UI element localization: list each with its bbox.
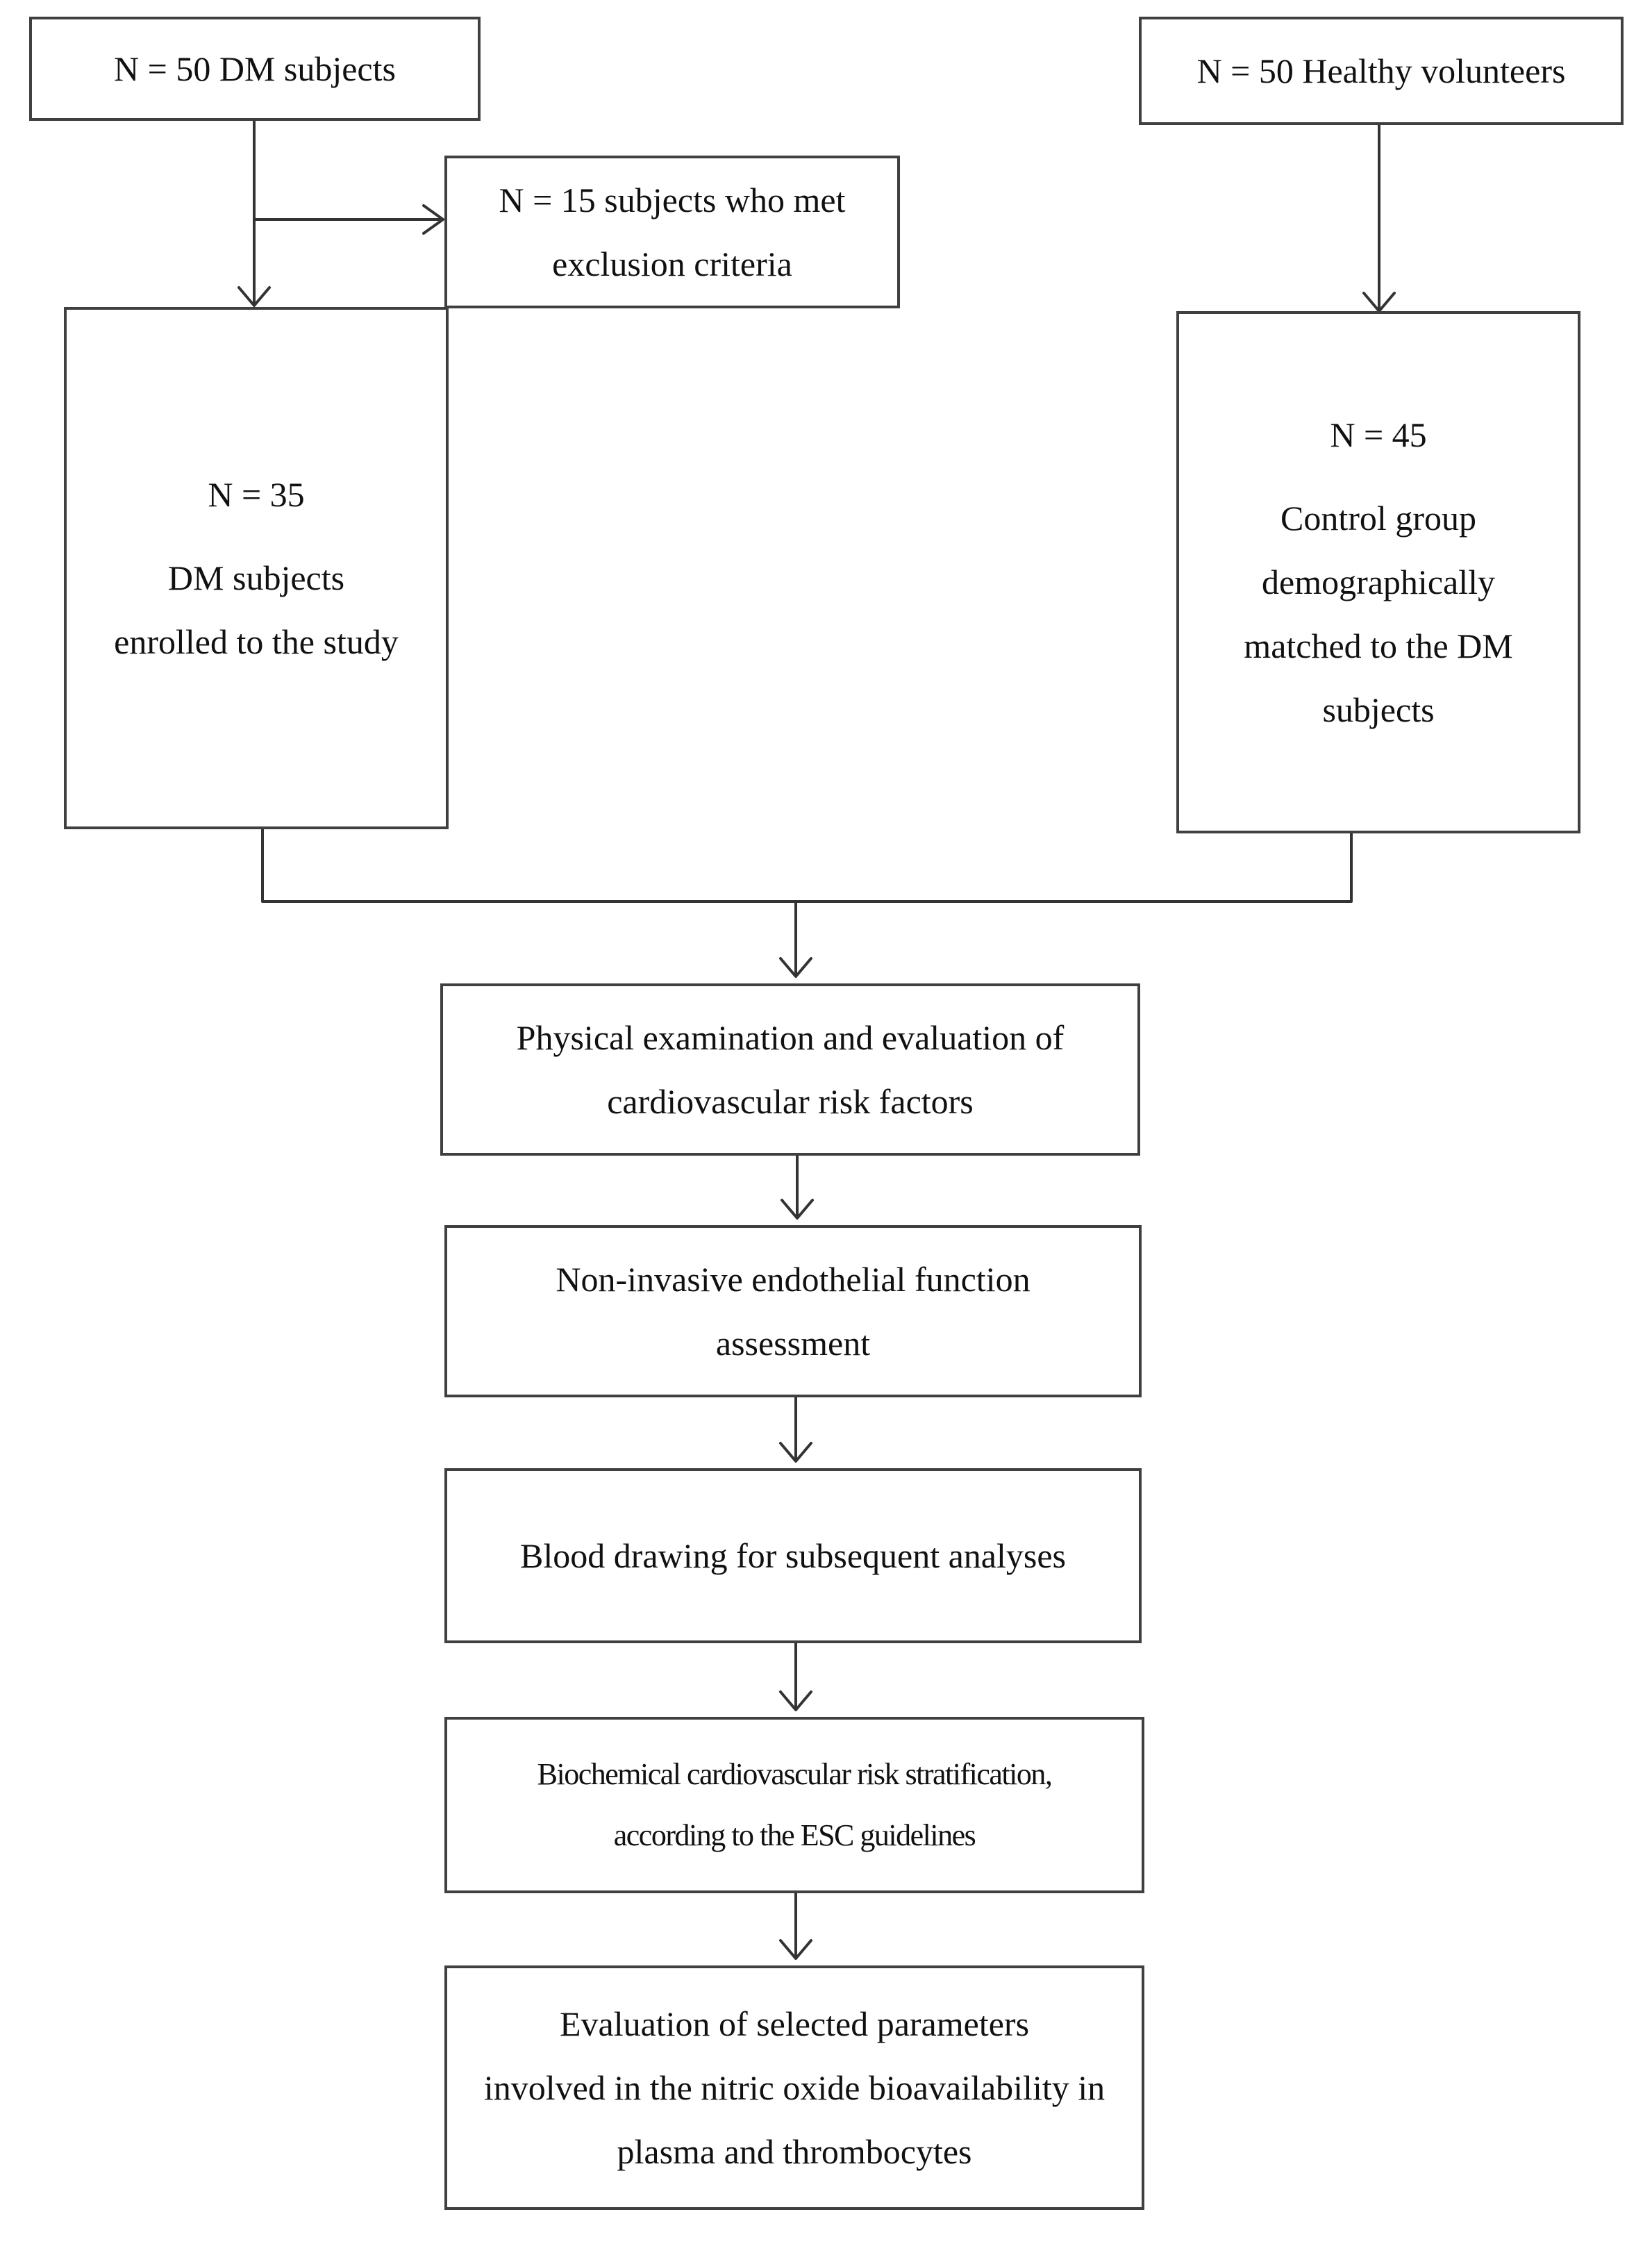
physical-exam-line-1: Physical examination and evaluation of xyxy=(516,1018,1065,1057)
control-line-2: demographically xyxy=(1262,563,1495,601)
endothelial-box: Non-invasive endothelial function assess… xyxy=(444,1225,1142,1397)
evaluation-line-1: Evaluation of selected parameters xyxy=(559,2004,1030,2043)
control-line-1: Control group xyxy=(1280,499,1476,538)
dm-total-box: N = 50 DM subjects xyxy=(29,17,481,121)
arrow-dm-to-excluded xyxy=(253,204,444,235)
control-line-3: matched to the DM xyxy=(1244,626,1513,665)
dm-enrolled-count: N = 35 xyxy=(208,475,305,514)
arrow-blood-to-biochemical xyxy=(779,1638,812,1711)
merge-line xyxy=(261,826,1353,978)
excluded-line-1: N = 15 subjects who met xyxy=(499,181,846,219)
dm-enrolled-box: N = 35 DM subjects enrolled to the study xyxy=(64,307,449,829)
arrow-dm-to-enrolled xyxy=(237,119,271,307)
arrow-biochemical-to-evaluation xyxy=(779,1888,812,1960)
endothelial-line-2: assessment xyxy=(715,1324,871,1363)
arrow-endothelial-to-blood xyxy=(779,1392,812,1463)
healthy-total-label: N = 50 Healthy volunteers xyxy=(1196,51,1566,90)
endothelial-line-1: Non-invasive endothelial function xyxy=(556,1260,1031,1299)
evaluation-line-3: plasma and thrombocytes xyxy=(617,2132,972,2171)
physical-exam-box: Physical examination and evaluation of c… xyxy=(440,983,1140,1156)
arrow-healthy-to-control xyxy=(1362,124,1396,313)
dm-enrolled-line-2: enrolled to the study xyxy=(114,622,399,661)
control-box: N = 45 Control group demographically mat… xyxy=(1176,311,1580,833)
healthy-total-box: N = 50 Healthy volunteers xyxy=(1139,17,1624,125)
evaluation-line-2: involved in the nitric oxide bioavailabi… xyxy=(483,2068,1105,2107)
evaluation-box: Evaluation of selected parameters involv… xyxy=(444,1965,1144,2210)
control-count: N = 45 xyxy=(1330,415,1427,454)
biochemical-box: Biochemical cardiovascular risk stratifi… xyxy=(444,1717,1144,1893)
biochemical-line-1: Biochemical cardiovascular risk stratifi… xyxy=(537,1757,1053,1791)
dm-total-label: N = 50 DM subjects xyxy=(114,49,396,88)
blood-drawing-line-1: Blood drawing for subsequent analyses xyxy=(520,1536,1066,1575)
excluded-line-2: exclusion criteria xyxy=(552,244,792,283)
biochemical-line-2: according to the ESC guidelines xyxy=(613,1818,976,1852)
physical-exam-line-2: cardiovascular risk factors xyxy=(607,1082,974,1121)
blood-drawing-box: Blood drawing for subsequent analyses xyxy=(444,1468,1142,1643)
control-line-4: subjects xyxy=(1322,690,1435,729)
excluded-box: N = 15 subjects who met exclusion criter… xyxy=(444,156,900,308)
dm-enrolled-line-1: DM subjects xyxy=(167,558,345,597)
arrow-physical-to-endothelial xyxy=(781,1150,814,1220)
